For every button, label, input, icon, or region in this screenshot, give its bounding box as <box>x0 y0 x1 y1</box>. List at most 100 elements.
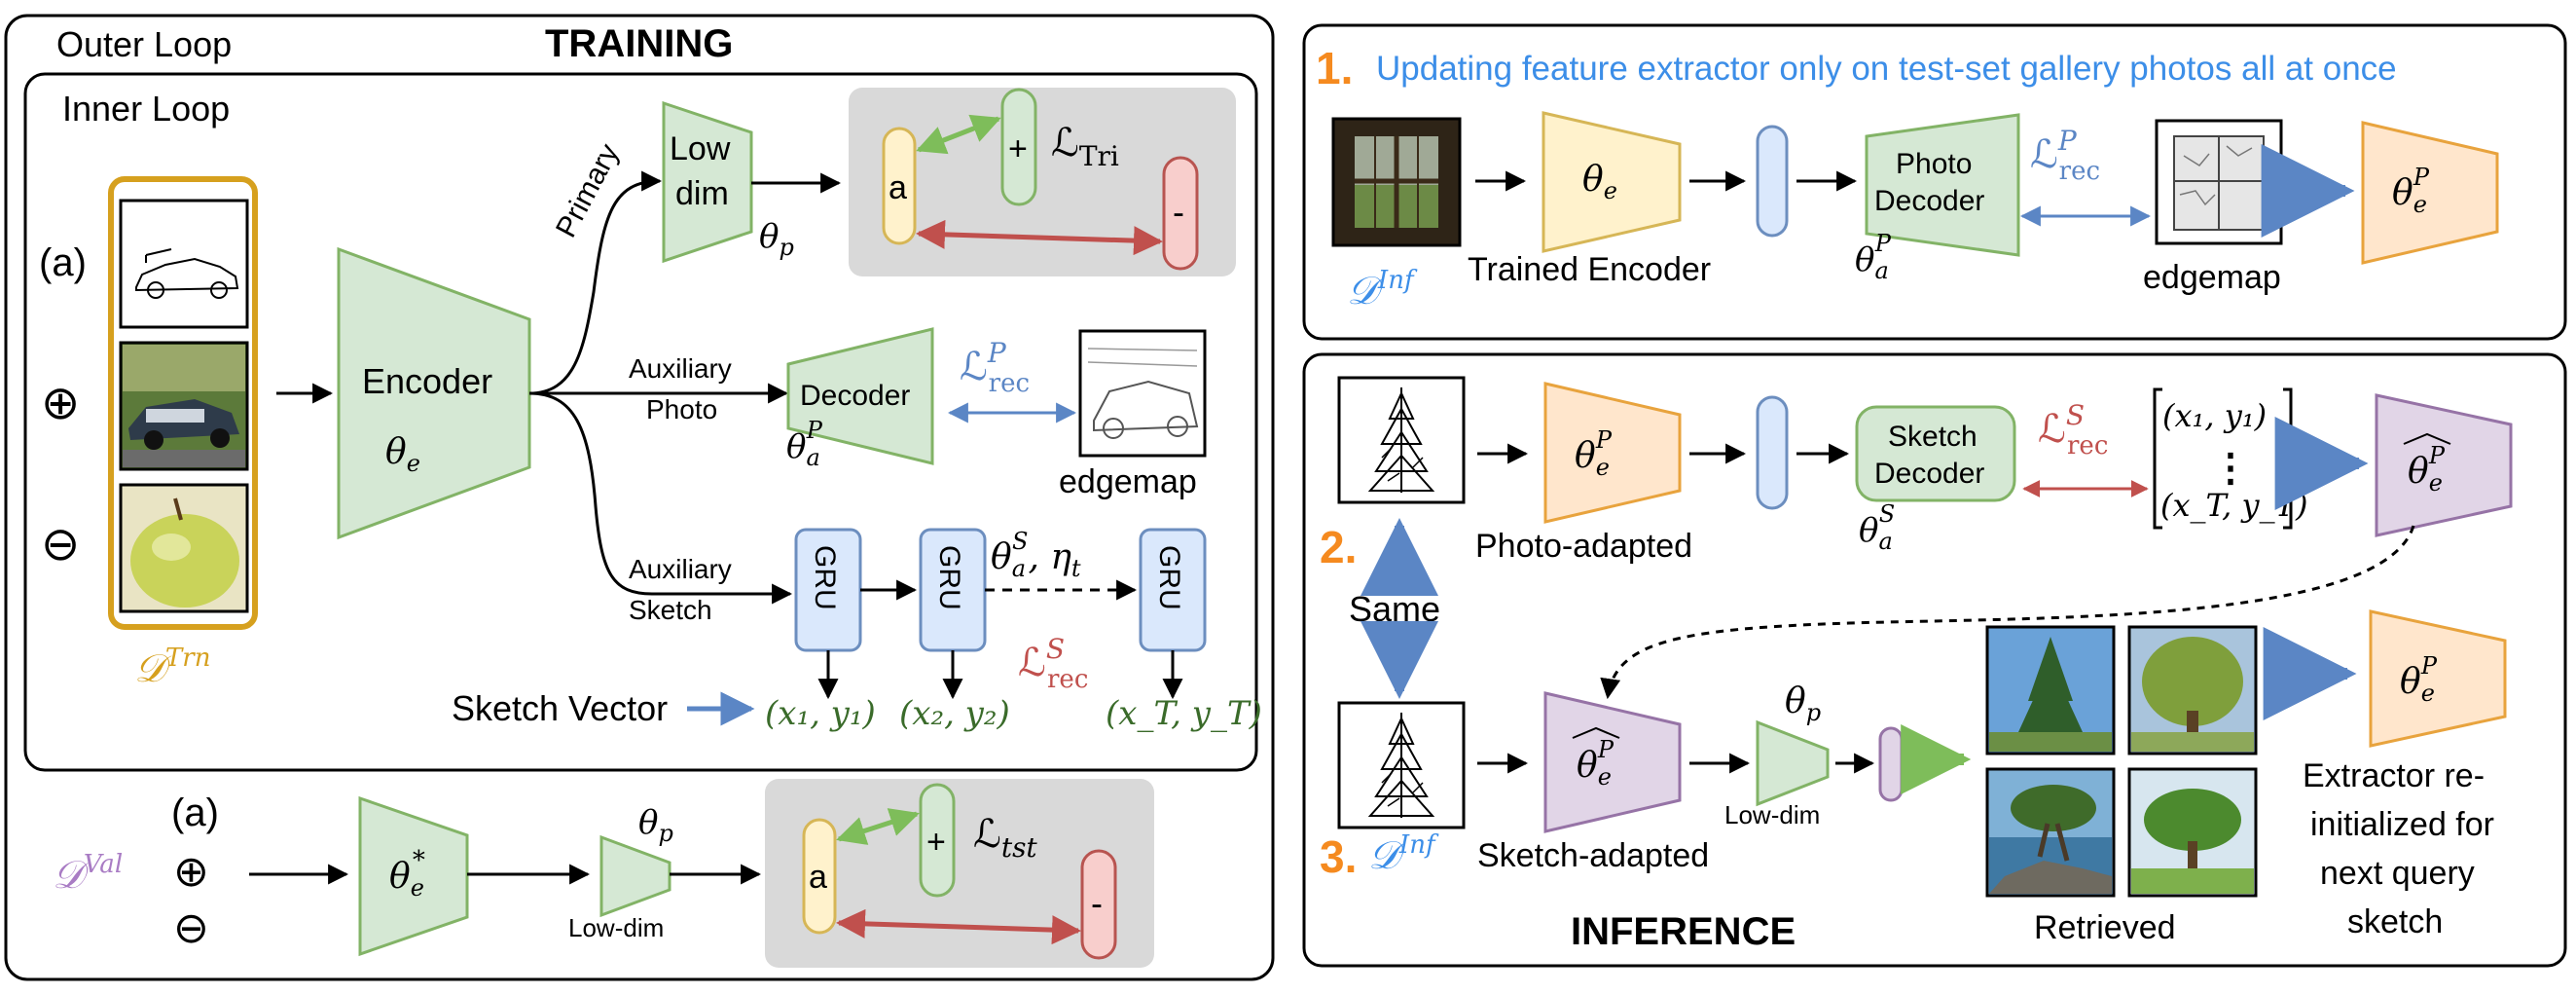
val-encoder-theta: θe* <box>389 846 425 902</box>
anchor-positive-arrow <box>916 114 1001 155</box>
photo-decoder-label: Decoder <box>800 380 910 412</box>
inner-loop-label: Inner Loop <box>62 89 230 129</box>
aux-photo-label-1: Auxiliary <box>629 353 732 384</box>
val-negative-capsule <box>1080 849 1117 960</box>
tree-sketch-image-1 <box>1337 376 1466 504</box>
aux-sketch-branch-arrow <box>528 391 793 605</box>
steps23-frame <box>1302 352 2567 968</box>
anchor-label: a <box>889 169 907 206</box>
inner-loop-frame <box>23 72 1258 772</box>
coord-1: (x₁, y₁) <box>765 694 876 733</box>
edgemap-image <box>1078 329 1207 458</box>
step2-feature-capsule <box>1756 395 1789 510</box>
step1-decoder-theta: θaP <box>1855 230 1892 284</box>
positive-symbol: ⊕ <box>41 378 80 429</box>
anchor-negative-arrow <box>916 219 1163 256</box>
step1-frame <box>1302 23 2567 341</box>
step1-inf-dataset-label: 𝒟Inf <box>1347 266 1418 313</box>
val-anchor-positive-arrow <box>836 808 920 845</box>
low-dim-label-2: dim <box>675 175 729 212</box>
outer-loop-label: Outer Loop <box>56 24 232 64</box>
step2-photo-adapted-encoder <box>1543 382 1682 524</box>
val-negative-label: - <box>1091 883 1103 923</box>
val-loss-tst-label: ℒtst <box>973 812 1037 864</box>
reinit-photo-adapted-encoder <box>2369 609 2507 748</box>
step3-low-dim-block <box>1756 719 1830 807</box>
anchor-capsule <box>882 127 917 245</box>
trn-dataset-label: 𝒟Trn <box>134 644 210 691</box>
val-triplet-label: (a) <box>171 792 219 834</box>
window-photo-image <box>1331 117 1462 247</box>
trained-encoder-label: Trained Encoder <box>1468 251 1711 288</box>
vector-row-1: (x₁, y₁) <box>2162 397 2267 434</box>
car-sketch-image <box>119 199 249 329</box>
aux-sketch-label-1: Auxiliary <box>629 554 732 584</box>
positive-label: + <box>1008 130 1028 167</box>
edgemap-label: edgemap <box>1059 463 1197 500</box>
low-dim-block <box>662 100 753 264</box>
step3-inf-dataset-label: 𝒟Inf <box>1368 830 1439 878</box>
sketch-vector-label: Sketch Vector <box>452 688 668 728</box>
retrieved-photo-3 <box>1985 767 2116 898</box>
val-anchor-capsule <box>802 818 837 935</box>
step3-low-dim-label: Low-dim <box>1724 800 1820 829</box>
val-positive-symbol: ⊕ <box>173 848 209 896</box>
training-panel: Outer Loop TRAINING Inner Loop (a) ⊕ ⊖ <box>4 14 1275 981</box>
reinit-text-3: next query <box>2320 855 2475 892</box>
retrieved-label: Retrieved <box>2034 909 2176 946</box>
vector-dots: ⋮ <box>2211 447 2250 490</box>
negative-capsule <box>1162 156 1199 271</box>
photo-decoder-block <box>786 327 934 465</box>
val-theta-p: θp <box>638 803 673 847</box>
aux-sketch-label-2: Sketch <box>629 595 712 625</box>
sketch-adapted-label: Sketch-adapted <box>1477 837 1709 874</box>
outer-loop-frame <box>4 14 1275 981</box>
coord-T: (x_T, y_T) <box>1106 694 1262 733</box>
step2-sketch-adapted-encoder <box>2375 393 2513 537</box>
val-anchor-label: a <box>809 859 827 896</box>
step3-theta-eP-hat: θeP <box>1577 736 1615 791</box>
vector-row-T: (x_T, y_T) <box>2160 487 2307 524</box>
step1-title: Updating feature extractor only on test-… <box>1376 50 2397 88</box>
val-low-dim-block <box>599 834 671 918</box>
step2-number: 2. <box>1320 522 1357 572</box>
inference-step1-panel: 1. Updating feature extractor only on te… <box>1302 23 2567 341</box>
step1-trained-encoder-block <box>1542 111 1682 253</box>
step2-hat-mark <box>2403 432 2451 445</box>
window-edgemap-image <box>2155 119 2283 245</box>
step1-encoder-theta: θe <box>1582 160 1617 204</box>
reinit-text-4: sketch <box>2347 903 2443 940</box>
retrieved-photo-4 <box>2127 767 2258 898</box>
val-encoder-block <box>358 795 469 957</box>
triplet-label: (a) <box>39 241 87 284</box>
gru-label-1: GRU <box>809 545 841 610</box>
step1-theta-eP: θeP <box>2392 164 2430 218</box>
encoder-label: Encoder <box>362 361 492 401</box>
step3-theta-p: θp <box>1785 681 1821 726</box>
val-negative-symbol: ⊖ <box>173 904 209 952</box>
val-low-dim-label: Low-dim <box>568 913 664 942</box>
step3-sketch-adapted-encoder <box>1543 691 1682 833</box>
training-title: TRAINING <box>545 22 733 65</box>
low-dim-theta-p: θp <box>759 217 794 261</box>
gru-label-2: GRU <box>933 545 965 610</box>
photo-decoder-label-2: Decoder <box>1874 185 1984 217</box>
encoder-block <box>337 246 531 540</box>
triplet-loss-label: ℒTri <box>1051 121 1119 172</box>
photo-decoder-label-1: Photo <box>1896 148 1972 180</box>
positive-capsule <box>1000 88 1037 206</box>
val-dataset-label: 𝒟Val <box>53 850 123 898</box>
step3-hat-mark <box>1572 726 1620 739</box>
step3-feature-capsule <box>1878 726 1904 802</box>
aux-photo-label-2: Photo <box>646 394 717 424</box>
primary-branch-label: Primary <box>550 139 626 243</box>
step3-number: 3. <box>1320 831 1357 882</box>
reinit-text-2: initialized for <box>2310 806 2494 843</box>
tree-sketch-image-2 <box>1337 701 1466 829</box>
sketch-decoder-theta: θaS, ηt <box>991 528 1081 582</box>
car-photo-image <box>119 341 249 471</box>
photo-decoder-theta: θaP <box>786 417 823 471</box>
step1-edgemap-label: edgemap <box>2143 259 2281 296</box>
